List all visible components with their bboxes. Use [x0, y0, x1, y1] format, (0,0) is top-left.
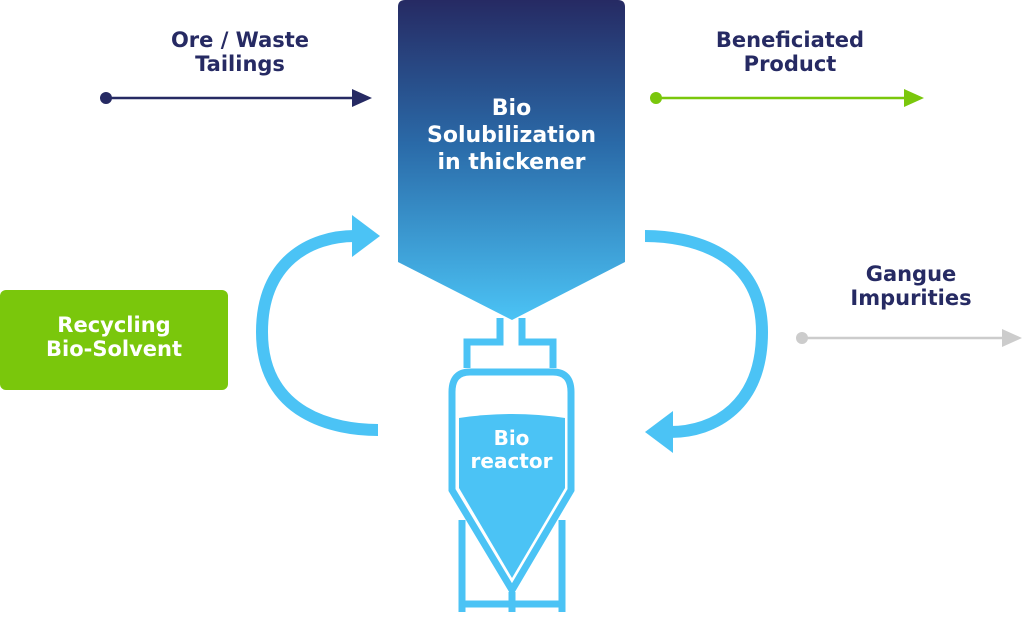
ore-label-line2: Tailings — [195, 52, 285, 77]
recycling-label-line2: Bio-Solvent — [45, 337, 183, 362]
thickener-label-line3: in thickener — [437, 149, 586, 175]
gangue-label-line1: Gangue — [865, 262, 957, 286]
recycling-box — [0, 290, 228, 390]
thickener-label-line1: Bio — [491, 96, 532, 121]
recycle-loop-right-arrow — [644, 230, 769, 453]
bioreactor-tank — [448, 318, 575, 612]
thickener-label: Bio Solubilization in thickener — [398, 96, 625, 176]
recycling-label-line1: Recycling — [57, 313, 171, 337]
ore-input-label: Ore / Waste Tailings — [150, 28, 330, 76]
ore-label-line1: Ore / Waste — [170, 28, 310, 52]
product-label-line2: Product — [743, 52, 837, 77]
product-output-arrow — [650, 89, 924, 107]
recycling-label: Recycling Bio-Solvent — [0, 313, 228, 361]
bioreactor-label: Bio reactor — [452, 427, 571, 473]
recycle-loop-left-arrow — [255, 215, 380, 436]
ore-input-arrow — [100, 89, 372, 107]
gangue-output-label: Gangue Impurities — [826, 262, 996, 310]
gangue-output-arrow — [796, 329, 1022, 347]
gangue-label-line2: Impurities — [850, 286, 972, 311]
product-label-line1: Beneficiated — [715, 28, 865, 52]
bioreactor-label-line2: reactor — [470, 449, 553, 473]
bioreactor-liquid — [459, 414, 565, 578]
product-output-label: Beneficiated Product — [690, 28, 890, 76]
thickener-block — [398, 0, 625, 320]
bioreactor-label-line1: Bio — [493, 426, 530, 450]
thickener-label-line2: Solubilization — [426, 122, 597, 148]
